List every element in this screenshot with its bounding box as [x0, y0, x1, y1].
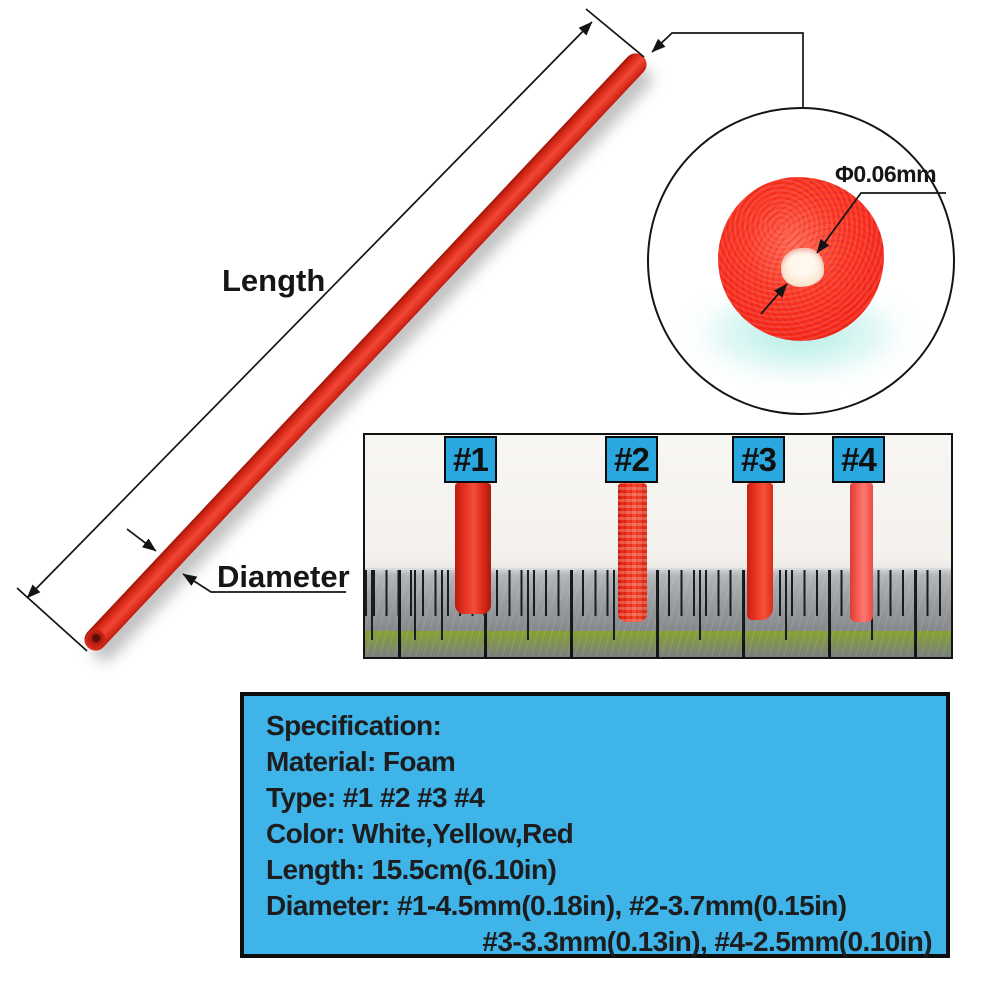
sample-rod-2 — [618, 483, 647, 622]
sample-rod-1 — [455, 483, 491, 614]
sample-rod-3 — [747, 483, 773, 620]
size-tag-1: #1 — [444, 436, 497, 483]
size-comparison-photo: #1 #2 #3 #4 — [363, 433, 953, 659]
size-tag-2: #2 — [605, 436, 658, 483]
size-tag-4: #4 — [832, 436, 885, 483]
extension-tick-bottom — [16, 587, 88, 652]
spec-line: Type: #1 #2 #3 #4 — [266, 782, 485, 813]
specification-box: Specification: Material: Foam Type: #1 #… — [240, 692, 950, 958]
spec-line: Length: 15.5cm(6.10in) — [266, 854, 557, 885]
magnifier-leader-line — [651, 32, 804, 107]
spec-line: Specification: — [266, 710, 442, 741]
length-label: Length — [222, 263, 326, 298]
spec-line: Material: Foam — [266, 746, 456, 777]
size-tag-3: #3 — [732, 436, 785, 483]
spec-line: Diameter: #1-4.5mm(0.18in), #2-3.7mm(0.1… — [266, 890, 847, 921]
spec-line: #3-3.3mm(0.13in), #4-2.5mm(0.10in) — [482, 926, 932, 957]
spec-line: Color: White,Yellow,Red — [266, 818, 574, 849]
center-hole — [781, 248, 824, 287]
diameter-upper-arrow — [126, 528, 157, 552]
hole-diameter-label: Φ0.06mm — [835, 161, 937, 187]
extension-tick-top — [585, 8, 645, 58]
sample-rod-4 — [850, 483, 873, 622]
diameter-label: Diameter — [217, 559, 350, 594]
